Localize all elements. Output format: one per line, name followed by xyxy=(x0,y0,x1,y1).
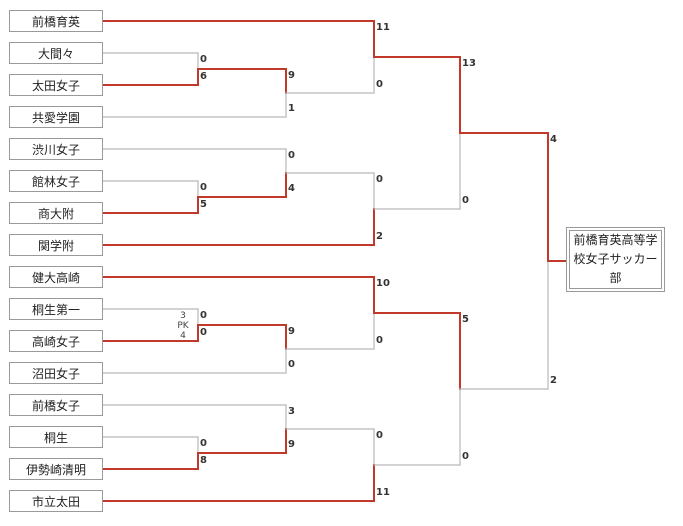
r1m5-score-b: 0 xyxy=(200,327,207,338)
final-score-b: 2 xyxy=(550,375,557,386)
qf1-score-a: 11 xyxy=(376,22,390,33)
r2m3-score-a: 9 xyxy=(288,326,295,337)
team-9: 健大高崎 xyxy=(9,266,103,288)
r1m2-score-a: 0 xyxy=(200,54,207,65)
sf1-score-a: 13 xyxy=(462,58,476,69)
r2m2-score-a: 0 xyxy=(288,150,295,161)
champion-name: 前橋育英高等学校女子サッカー部 xyxy=(569,230,662,289)
team-10: 桐生第一 xyxy=(9,298,103,320)
team-11: 高崎女子 xyxy=(9,330,103,352)
sf1-score-b: 0 xyxy=(462,195,469,206)
r1m4-score-b: 5 xyxy=(200,199,207,210)
team-13: 前橋女子 xyxy=(9,394,103,416)
team-12: 沼田女子 xyxy=(9,362,103,384)
r1m4-score-a: 0 xyxy=(200,182,207,193)
r2m3-score-b: 0 xyxy=(288,359,295,370)
qf4-score-b: 11 xyxy=(376,487,390,498)
team-8: 関学附 xyxy=(9,234,103,256)
team-1: 前橋育英 xyxy=(9,10,103,32)
team-7: 商大附 xyxy=(9,202,103,224)
team-15: 伊勢崎清明 xyxy=(9,458,103,480)
qf4-score-a: 0 xyxy=(376,430,383,441)
pk-label: PK xyxy=(177,321,189,331)
team-4: 共愛学園 xyxy=(9,106,103,128)
team-14: 桐生 xyxy=(9,426,103,448)
team-6: 館林女子 xyxy=(9,170,103,192)
pk-top-score: 3 xyxy=(180,311,186,321)
r2m1-score-a: 9 xyxy=(288,70,295,81)
r1m2-score-b: 6 xyxy=(200,71,207,82)
team-5: 渋川女子 xyxy=(9,138,103,160)
sf2-score-a: 5 xyxy=(462,314,469,325)
qf3-score-a: 10 xyxy=(376,278,390,289)
r1m6-score-a: 0 xyxy=(200,438,207,449)
qf1-score-b: 0 xyxy=(376,79,383,90)
team-2: 大間々 xyxy=(9,42,103,64)
qf3-score-b: 0 xyxy=(376,335,383,346)
r2m1-score-b: 1 xyxy=(288,103,295,114)
r2m4-score-a: 3 xyxy=(288,406,295,417)
pk-bottom-score: 4 xyxy=(180,331,186,341)
team-16: 市立太田 xyxy=(9,490,103,512)
r1m6-score-b: 8 xyxy=(200,455,207,466)
r2m2-score-b: 4 xyxy=(288,183,295,194)
r1m5-score-a: 0 xyxy=(200,310,207,321)
sf2-score-b: 0 xyxy=(462,451,469,462)
qf2-score-b: 2 xyxy=(376,231,383,242)
team-3: 太田女子 xyxy=(9,74,103,96)
champion-box: 前橋育英高等学校女子サッカー部 xyxy=(566,227,665,292)
qf2-score-a: 0 xyxy=(376,174,383,185)
r2m4-score-b: 9 xyxy=(288,439,295,450)
final-score-a: 4 xyxy=(550,134,557,145)
